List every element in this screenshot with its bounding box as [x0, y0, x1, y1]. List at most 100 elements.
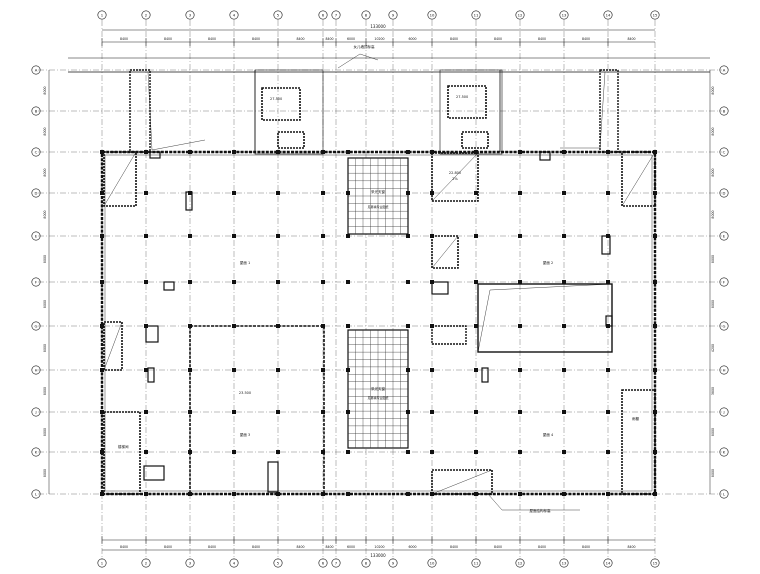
column [653, 150, 657, 154]
column [474, 410, 478, 414]
column [188, 280, 192, 284]
column [518, 280, 522, 284]
right-dimension-text: 8000 [711, 469, 715, 477]
right-dimension-text: 8000 [711, 127, 715, 135]
column [653, 280, 657, 284]
axis-bubble-top-label: 7 [335, 12, 338, 17]
column [346, 191, 350, 195]
column [321, 234, 325, 238]
column [606, 324, 610, 328]
overall-dimension-bottom: 133000 [370, 553, 386, 558]
main-building [100, 150, 657, 496]
axis-bubble-bottom-label: 7 [335, 560, 338, 565]
left-dimension-text: 8000 [43, 387, 47, 395]
axis-bubble-right-label: L [723, 491, 726, 496]
room-tag-stair: 楼梯间 [118, 444, 129, 449]
axis-bubble-bottom-circle [331, 558, 341, 568]
top-dimension-text: 8400 [208, 37, 216, 41]
axis-bubble-bottom-circle [471, 558, 481, 568]
left-dimension-text: 8000 [43, 168, 47, 176]
column [562, 368, 566, 372]
right-dimension-text: 8000 [711, 300, 715, 308]
column [346, 410, 350, 414]
column [406, 234, 410, 238]
column [276, 280, 280, 284]
column [606, 410, 610, 414]
axis-bubble-top-label: 2 [145, 12, 148, 17]
bottom-dimension-text: 8400 [450, 545, 458, 549]
axis-bubble-top-circle [515, 10, 525, 20]
axis-bubble-bottom-label: 6 [322, 560, 325, 565]
column [518, 150, 522, 154]
axis-bubble-right-circle [719, 489, 729, 499]
axis-bubble-top-circle [97, 10, 107, 20]
axis-bubble-left-label: E [35, 233, 38, 238]
column [562, 450, 566, 454]
axis-bubble-left-label: D [35, 190, 38, 195]
column [518, 324, 522, 328]
axis-bubble-right-circle [719, 365, 729, 375]
top-dimension-text: 8400 [325, 37, 333, 41]
axis-bubble-top-circle [273, 10, 283, 20]
axis-bubble-top-label: 12 [518, 12, 523, 17]
axis-bubble-bottom-circle [273, 558, 283, 568]
axis-bubble-top-circle [331, 10, 341, 20]
column [430, 368, 434, 372]
zone-right-label: 屋面 2 [543, 260, 553, 265]
axis-bubble-left-label: J [34, 409, 36, 414]
column [100, 234, 104, 238]
axis-bubble-right-label: K [723, 449, 726, 454]
axis-bubble-top-label: 8 [365, 12, 368, 17]
axis-bubble-bottom-label: 4 [233, 560, 236, 565]
column [430, 324, 434, 328]
bottom-dimension-text: 8400 [494, 545, 502, 549]
top-dimension-text: 8400 [627, 37, 635, 41]
column [474, 150, 478, 154]
column [232, 410, 236, 414]
column [474, 191, 478, 195]
column [232, 280, 236, 284]
bottom-dimension-text: 10200 [374, 545, 384, 549]
skylight-top-title: 采光天窗 [371, 189, 385, 194]
axis-bubble-top-circle [388, 10, 398, 20]
column [276, 492, 280, 496]
top-dimension-text: 8400 [120, 37, 128, 41]
axis-bubble-top-label: 4 [233, 12, 236, 17]
column [276, 234, 280, 238]
column [606, 150, 610, 154]
column [430, 191, 434, 195]
column [562, 234, 566, 238]
column [321, 368, 325, 372]
axis-bubble-top-label: 5 [277, 12, 280, 17]
axis-bubble-right-circle [719, 231, 729, 241]
slope-label: 2% [452, 177, 458, 181]
axis-bubble-left-label: A [35, 67, 38, 72]
axis-bubble-bottom-circle [141, 558, 151, 568]
axis-bubble-bottom-circle [185, 558, 195, 568]
column [562, 191, 566, 195]
column [188, 150, 192, 154]
column [653, 450, 657, 454]
bottom-dimension-text: 8400 [208, 545, 216, 549]
column [144, 324, 148, 328]
axis-bubble-right-circle [719, 407, 729, 417]
axis-bubble-right-label: J [722, 409, 724, 414]
column [276, 150, 280, 154]
axis-bubble-top-circle [471, 10, 481, 20]
skylight-middle [347, 329, 409, 449]
column [474, 368, 478, 372]
skylight-mid-title: 采光天窗 [371, 386, 385, 391]
leader-bottom [487, 493, 503, 511]
column [321, 280, 325, 284]
column [346, 368, 350, 372]
elevation-main: 23.500 [239, 391, 251, 395]
column [321, 191, 325, 195]
axis-bubble-top-circle [141, 10, 151, 20]
axis-bubble-bottom-circle [559, 558, 569, 568]
top-dimension-text: 8400 [164, 37, 172, 41]
axis-bubble-left-label: L [35, 491, 38, 496]
top-dimension-text: 6000 [347, 37, 355, 41]
axis-bubble-bottom-circle [229, 558, 239, 568]
